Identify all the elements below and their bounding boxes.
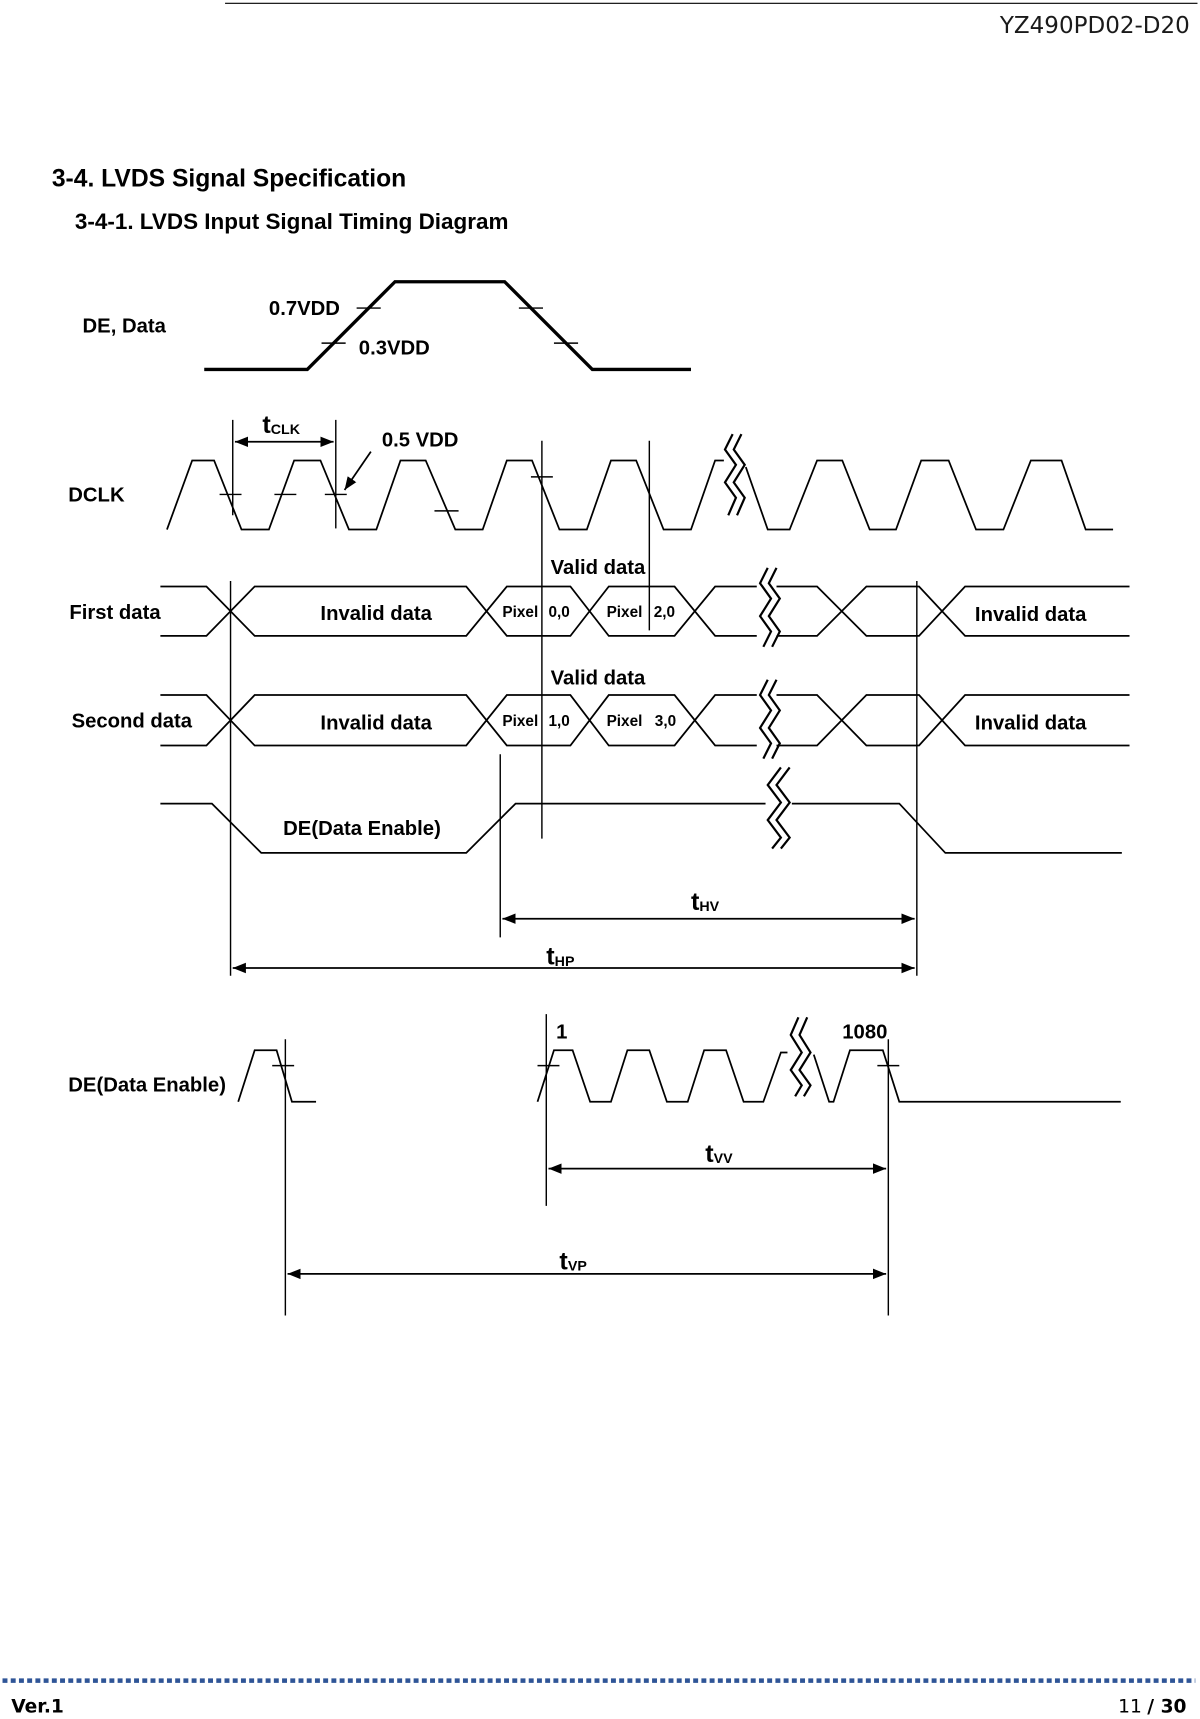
document-code: YZ490PD02-D20 <box>999 13 1190 39</box>
thv-subscript: HV <box>699 899 719 915</box>
first-data-bus-line <box>160 585 757 637</box>
data-enable-frame-break-mark <box>789 1016 804 1097</box>
pixel-index: 3,0 <box>655 713 676 730</box>
first-invalid-after: Invalid data <box>975 604 1087 626</box>
data-enable-frame-signal: DE(Data Enable) 1 1080 tVV tVP <box>68 1016 1121 1280</box>
tvv-label: tVV <box>705 1140 733 1168</box>
second-data-bus-line <box>776 694 1130 747</box>
dclk-signal: DCLK tCLK 0.5 VDD <box>68 411 1114 531</box>
tvv-symbol: t <box>705 1140 714 1168</box>
pixel-index: 2,0 <box>654 604 675 621</box>
first-line-label: 1 <box>556 1022 567 1044</box>
data-enable-line-label: DE(Data Enable) <box>283 818 441 840</box>
data-enable-frame-waveform <box>812 1049 1121 1103</box>
page-header: YZ490PD02-D20 <box>225 2 1198 39</box>
version-label: Ver.1 <box>11 1696 64 1717</box>
data-enable-frame-break-mark <box>798 1016 812 1097</box>
second-data-bus-line <box>776 694 1130 747</box>
page-footer: Ver.1 11/ 30 <box>2 1678 1196 1717</box>
pixel-word: Pixel <box>502 604 538 621</box>
second-data-bus: Second data Valid data Invalid data Pixe… <box>72 668 1130 760</box>
de-data-label: DE, Data <box>83 316 167 338</box>
tclk-label: tCLK <box>262 411 300 439</box>
threshold-pointer-arrow <box>343 451 372 491</box>
de-data-signal: DE, Data 0.7VDD 0.3VDD <box>83 280 691 372</box>
first-data-break-mark <box>767 567 782 648</box>
data-enable-line-break-mark <box>766 766 783 850</box>
data-enable-line-waveform <box>791 802 1122 854</box>
dclk-break-mark <box>723 433 738 516</box>
first-valid-data-label: Valid data <box>551 557 646 579</box>
second-invalid-after: Invalid data <box>975 713 1087 735</box>
page-total: / 30 <box>1147 1696 1186 1717</box>
first-invalid-before: Invalid data <box>320 603 432 625</box>
dclk-break-mark <box>732 433 747 516</box>
second-data-break-mark <box>767 679 782 760</box>
data-enable-line-break-mark <box>775 766 792 850</box>
second-valid-data-label: Valid data <box>551 668 646 690</box>
first-data-break-mark <box>758 567 773 648</box>
thv-symbol: t <box>691 888 700 916</box>
second-data-label: Second data <box>72 710 193 732</box>
tclk-symbol: t <box>262 411 271 439</box>
tclk-subscript: CLK <box>271 422 301 438</box>
tvp-symbol: t <box>559 1248 568 1276</box>
pixel-index: 1,0 <box>548 713 569 730</box>
dclk-label: DCLK <box>68 485 125 507</box>
data-enable-frame-label: DE(Data Enable) <box>68 1074 226 1096</box>
de-data-waveform <box>204 280 691 372</box>
second-data-bus-line <box>160 694 757 747</box>
threshold-label: 0.5 VDD <box>382 430 459 452</box>
reference-guides <box>229 419 918 1316</box>
thv-label: tHV <box>691 888 720 916</box>
thp-symbol: t <box>546 943 555 971</box>
tvp-subscript: VP <box>568 1259 588 1275</box>
second-invalid-before: Invalid data <box>320 713 432 735</box>
first-data-bus: First data Valid data Invalid data Pixel… <box>69 557 1130 648</box>
data-enable-line-signal: DE(Data Enable) tHV tHP <box>160 766 1122 974</box>
section-title: 3-4. LVDS Signal Specification <box>52 165 406 192</box>
data-enable-line-waveform <box>160 802 766 854</box>
pixel-word: Pixel <box>607 713 643 730</box>
first-data-label: First data <box>69 602 161 624</box>
dclk-waveform-before-break <box>166 459 724 531</box>
page-indicator: 11/ 30 <box>1118 1696 1186 1717</box>
low-level-label: 0.3VDD <box>359 338 430 360</box>
first-data-bus-line <box>776 585 1130 637</box>
tvv-subscript: VV <box>714 1151 734 1167</box>
pixel-word: Pixel <box>502 713 538 730</box>
tvp-label: tVP <box>559 1248 587 1276</box>
second-data-break-mark <box>758 679 773 760</box>
first-data-bus-line <box>776 585 1130 637</box>
pixel-word: Pixel <box>607 604 643 621</box>
thp-subscript: HP <box>555 954 575 970</box>
data-enable-frame-waveform <box>237 1049 317 1103</box>
thp-label: tHP <box>546 943 575 971</box>
dclk-waveform-after-break <box>744 459 1114 531</box>
high-level-label: 0.7VDD <box>269 298 340 320</box>
subsection-title: 3-4-1. LVDS Input Signal Timing Diagram <box>75 209 509 234</box>
last-line-label: 1080 <box>842 1022 887 1044</box>
pixel-index: 0,0 <box>548 604 569 621</box>
page-number: 11 <box>1118 1696 1142 1717</box>
data-enable-frame-waveform <box>536 1049 788 1103</box>
